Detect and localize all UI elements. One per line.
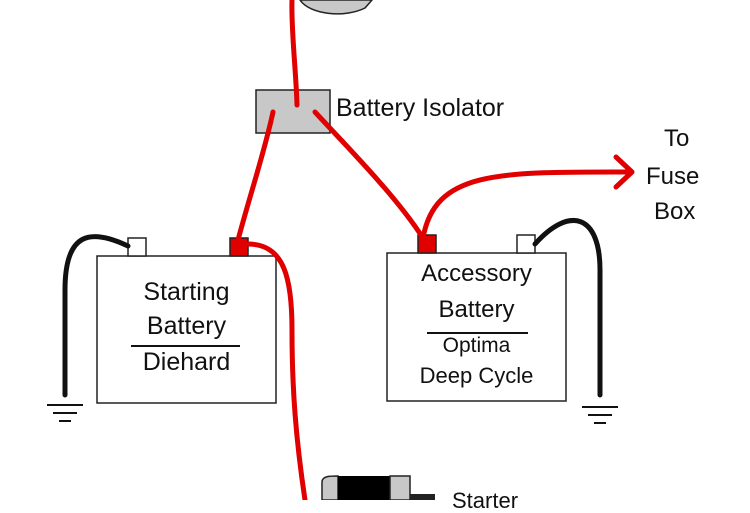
accessory-negative-terminal [516, 234, 536, 254]
fuse-box-label-line1: To [664, 125, 690, 152]
accessory-battery-line4: Deep Cycle [419, 363, 534, 388]
starting-battery-box [96, 255, 277, 404]
isolator-label: Battery Isolator [336, 94, 505, 122]
starter-label-partial: Starter [452, 488, 519, 513]
starting-battery-line3: Diehard [142, 348, 231, 376]
starting-to-starter-wire [245, 241, 308, 500]
fuse-box-label-line3: Box [654, 198, 696, 225]
fuse-box-arrow-icon [613, 154, 635, 190]
accessory-battery-line3: Optima [442, 334, 511, 357]
fuse-box-label-line2: Fuse [646, 163, 700, 190]
isolator-to-accessory-wire [312, 109, 426, 241]
alternator-to-isolator-wire [289, 0, 300, 108]
alternator-shape [299, 0, 373, 15]
starter-shape [321, 475, 435, 500]
ground-symbol-left-icon [47, 404, 83, 422]
ground-symbol-right-icon [582, 406, 618, 424]
accessory-battery-line1: Accessory [421, 260, 532, 287]
isolator-to-starting-wire [235, 109, 276, 243]
starting-ground-wire [62, 234, 131, 398]
accessory-ground-wire [532, 217, 603, 398]
starting-battery-line2: Battery [146, 312, 227, 340]
accessory-to-fuse-wire [420, 169, 631, 241]
battery-wiring-diagram: Battery Isolator To Fuse Box Starting Ba… [47, 0, 700, 512]
accessory-battery-box [386, 252, 567, 402]
starting-negative-terminal [127, 237, 147, 257]
accessory-battery-line2: Battery [438, 296, 515, 323]
wiring-drawing [47, 0, 635, 500]
starting-battery-line1: Starting [143, 278, 230, 306]
